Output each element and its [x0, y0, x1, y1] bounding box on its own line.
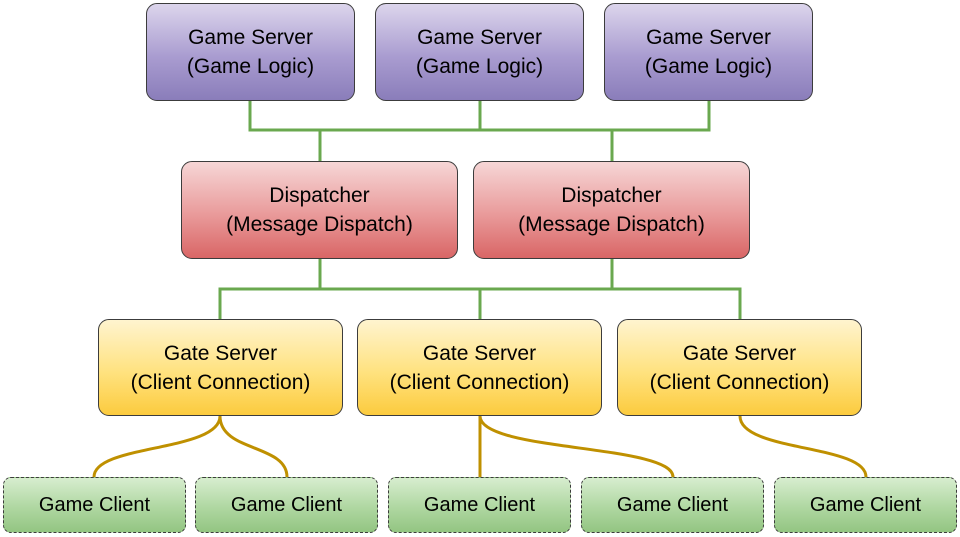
node-subtitle: (Game Logic): [644, 55, 773, 78]
node-subtitle: (Client Connection): [130, 370, 311, 394]
node-subtitle: (Client Connection): [389, 370, 570, 394]
gate-server-node: Gate Server (Client Connection): [98, 319, 343, 416]
node-label: Game Client: [38, 493, 151, 516]
node-title: Gate Server: [422, 341, 537, 365]
node-subtitle: (Message Dispatch): [518, 213, 705, 236]
node-title: Dispatcher: [561, 184, 662, 207]
node-subtitle: (Client Connection): [649, 370, 830, 394]
client-connector: [738, 415, 868, 478]
game-server-node: Game Server (Game Logic): [375, 3, 584, 101]
node-subtitle: (Game Logic): [415, 55, 544, 78]
gate-server-node: Gate Server (Client Connection): [357, 319, 602, 416]
game-client-node: Game Client: [774, 477, 957, 533]
game-client-node: Game Client: [581, 477, 764, 533]
gate-client-connectors: [92, 415, 868, 478]
game-server-node: Game Server (Game Logic): [146, 3, 355, 101]
game-client-node: Game Client: [388, 477, 571, 533]
node-title: Gate Server: [682, 341, 797, 365]
node-label: Game Client: [809, 493, 922, 516]
node-title: Game Server: [188, 26, 313, 49]
game-server-dispatcher-bus: [248, 101, 711, 161]
game-client-node: Game Client: [195, 477, 378, 533]
client-connector: [478, 415, 675, 478]
node-label: Game Client: [230, 493, 343, 516]
dispatcher-node: Dispatcher (Message Dispatch): [181, 161, 458, 259]
node-title: Game Server: [417, 26, 542, 49]
dispatcher-gate-bus: [218, 259, 742, 319]
node-label: Game Client: [616, 493, 729, 516]
node-title: Game Server: [646, 26, 771, 49]
node-subtitle: (Game Logic): [186, 55, 315, 78]
node-label: Game Client: [423, 493, 536, 516]
gate-server-node: Gate Server (Client Connection): [617, 319, 862, 416]
game-client-node: Game Client: [3, 477, 186, 533]
game-server-node: Game Server (Game Logic): [604, 3, 813, 101]
client-connector: [218, 415, 289, 478]
client-connector: [92, 415, 222, 478]
node-title: Dispatcher: [269, 184, 370, 207]
node-subtitle: (Message Dispatch): [226, 213, 413, 236]
node-title: Gate Server: [163, 341, 278, 365]
dispatcher-node: Dispatcher (Message Dispatch): [473, 161, 750, 259]
